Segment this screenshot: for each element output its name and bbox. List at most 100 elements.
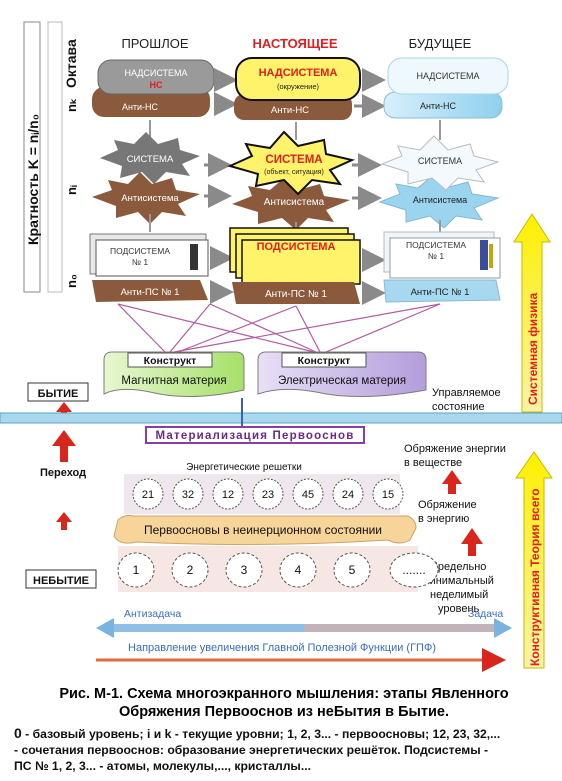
- axis-octave-label: Октава: [63, 39, 79, 88]
- lattice-value: 23: [262, 489, 274, 501]
- lattice-value: 24: [342, 489, 354, 501]
- column-past: ПРОШЛОЕ: [121, 36, 188, 51]
- up-arrow-mid: [56, 512, 72, 530]
- foundation-cloud: [279, 552, 317, 588]
- converging-lines: [117, 303, 441, 353]
- column-future: БУДУЩЕЕ: [409, 36, 472, 51]
- lattice-value: 12: [222, 489, 234, 501]
- foundation-cloud: [171, 552, 209, 588]
- construct-magnetic-label: Магнитная материя: [121, 375, 226, 387]
- system-physics-label: Системная физика: [526, 293, 540, 405]
- foundation-value: 5: [349, 563, 356, 577]
- up-arrow-transition: [52, 430, 76, 462]
- caption-title-line1: Рис. М-1. Схема многоэкранного мышления:…: [59, 686, 509, 702]
- caption-note-line1: - базовый уровень; i и k - текущие уровн…: [21, 727, 501, 741]
- up-arrow-right-2: [461, 528, 483, 556]
- past-system-group: СИСТЕМА Антисистема: [92, 132, 200, 224]
- energy-lattices-label: Энергетические решетки: [186, 462, 302, 473]
- constructive-theory-arrow: Конструктивная Теория всего: [515, 451, 553, 669]
- future-system-group: СИСТЕМА Антисистема: [378, 135, 500, 229]
- antitask-label: Антизадача: [124, 608, 181, 620]
- foundations-panel: [118, 546, 418, 592]
- lattice-bubble: [332, 478, 364, 510]
- level-i-label: nᵢ: [64, 185, 79, 195]
- being-box: [27, 382, 89, 402]
- lattice-bubble: [172, 478, 204, 510]
- task-label: Задача: [468, 608, 503, 620]
- construct-electric-title: Конструкт: [298, 355, 351, 367]
- lattice-bubble: [292, 478, 324, 510]
- caption-title-line2: Обряжения Первооснов из неБытия в Бытие.: [118, 704, 450, 720]
- non-being-label: НЕБЫТИЕ: [33, 575, 89, 587]
- future-anti-ns-label: Анти-НС: [420, 101, 457, 111]
- present-supersystem-label: НАДСИСТЕМА: [259, 67, 338, 79]
- min-level-line4: уровень: [438, 603, 480, 615]
- foundation-value: .......: [402, 563, 425, 577]
- past-system-label: СИСТЕМА: [127, 154, 174, 165]
- lattice-bubble: [132, 478, 164, 510]
- level-0-label: n₀: [64, 274, 79, 288]
- left-axis: Кратность K = nᵢ/n₀ Октава nₖ nᵢ n₀: [23, 21, 79, 293]
- present-supersystem-group: НАДСИСТЕМА (окружение) Анти-НС: [234, 57, 361, 120]
- present-system-note: (объект, ситуация): [264, 168, 324, 176]
- present-system-group: СИСТЕМА (объект, ситуация) Антисистема: [227, 130, 356, 230]
- future-anti-ps-label: Анти-ПС № 1: [411, 287, 470, 298]
- into-energy-line1: Обряжение: [418, 499, 477, 511]
- foundation-cloud: [389, 552, 439, 588]
- materialization-label: Материализация Первооснов: [156, 430, 355, 442]
- caption-note: 0 - базовый уровень; i и k - текущие уро…: [14, 725, 554, 774]
- figure-caption: Рис. М-1. Схема многоэкранного мышления:…: [14, 685, 554, 774]
- past-supersystem-group: НАДСИСТЕМА НС Анти-НС: [92, 59, 215, 117]
- min-level-line3: неделимый: [430, 589, 488, 601]
- construct-magnetic: Конструкт Магнитная материя: [103, 351, 245, 397]
- future-system-label: СИСТЕМА: [418, 156, 462, 166]
- foundation-value: 3: [241, 563, 248, 577]
- task-arrow: [96, 618, 512, 638]
- foundation-cloud: [333, 552, 371, 588]
- present-subsystem-label: ПОДСИСТЕМА: [257, 241, 336, 253]
- system-physics-arrow: Системная физика: [513, 213, 551, 413]
- foundation-cloud: [117, 552, 155, 588]
- past-supersystem-abbr: НС: [150, 80, 163, 90]
- managed-state-line2: состояние: [432, 401, 485, 413]
- future-subsystem-no: № 1: [428, 251, 444, 261]
- lattice-bubble: [372, 478, 404, 510]
- energy-in-matter-line2: в веществе: [404, 457, 462, 469]
- transition-label: Переход: [40, 467, 86, 479]
- lattice-value: 45: [302, 489, 314, 501]
- materialization-box: [145, 426, 365, 444]
- construct-electric: Конструкт Электрическая материя: [257, 351, 427, 398]
- present-system-label: СИСТЕМА: [265, 154, 322, 166]
- present-anti-ns-label: Анти-НС: [271, 105, 309, 116]
- caption-note-line3: ПС № 1, 2, 3... - атомы, молекулы,..., к…: [14, 759, 312, 773]
- past-supersystem-label: НАДСИСТЕМА: [124, 68, 187, 78]
- min-level-line2: минимальный: [422, 575, 494, 587]
- future-antisystem-label: Антисистема: [413, 195, 467, 205]
- present-antisystem-label: Антисистема: [264, 197, 325, 208]
- lattice-value: 32: [182, 489, 194, 501]
- caption-note-line2: - сочетания первооснов: образование энер…: [14, 743, 489, 757]
- present-subsystem-group: ПОДСИСТЕМА Анти-ПС № 1: [229, 227, 361, 304]
- lattice-bubble: [252, 478, 284, 510]
- gpf-direction-label: Направление увеличения Главной Полезной …: [128, 642, 436, 654]
- into-energy-line2: в энергию: [418, 513, 469, 525]
- column-present: НАСТОЯЩЕЕ: [252, 36, 337, 51]
- future-supersystem-label: НАДСИСТЕМА: [416, 71, 479, 81]
- first-foundations-label: Первоосновы в неинерционном состоянии: [144, 523, 382, 537]
- future-subsystem-label: ПОДСИСТЕМА: [406, 240, 466, 250]
- being-label: БЫТИЕ: [38, 388, 79, 400]
- axis-multiplicity-label: Кратность K = nᵢ/n₀: [25, 114, 41, 245]
- past-antisystem-label: Антисистема: [121, 193, 179, 204]
- future-supersystem-group: НАДСИСТЕМА Анти-НС: [383, 57, 509, 119]
- present-anti-ps-label: Анти-ПС № 1: [265, 289, 327, 300]
- caption-note-zero: 0: [14, 725, 22, 741]
- lattice-value: 15: [382, 489, 394, 501]
- past-anti-ps-label: Анти-ПС № 1: [121, 287, 180, 298]
- lattice-bubble: [212, 478, 244, 510]
- managed-state-line1: Управляемое: [432, 387, 501, 399]
- level-k-label: nₖ: [64, 98, 79, 112]
- min-level-line1: Предельно: [430, 561, 486, 573]
